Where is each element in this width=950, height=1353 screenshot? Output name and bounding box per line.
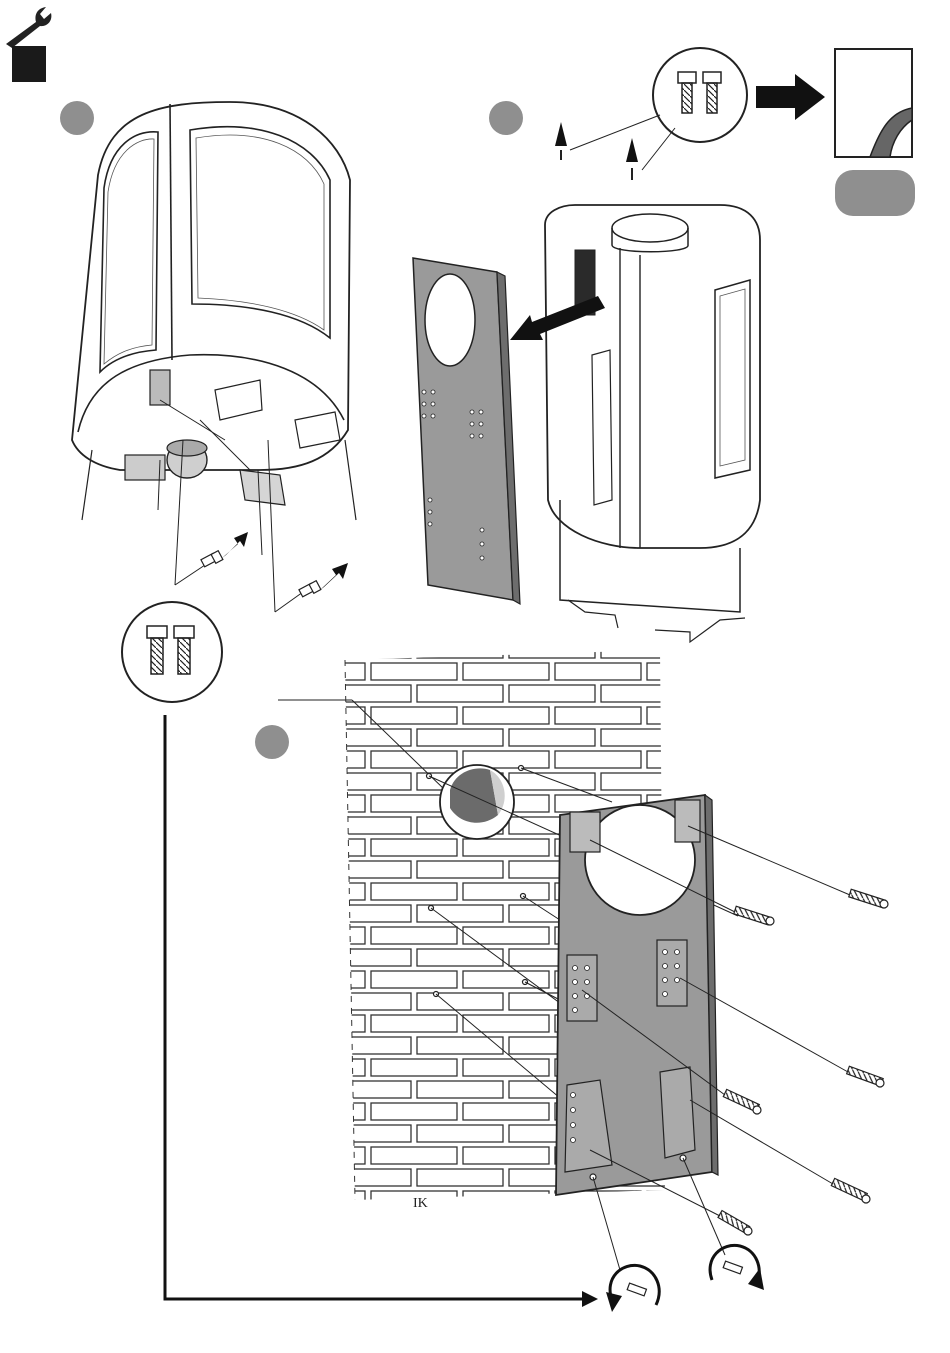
- rotation-clockwise-icon: [710, 1245, 764, 1290]
- step-1-badge: [60, 101, 94, 135]
- wall-anchor-screw-icon: [718, 1211, 752, 1235]
- arrow-icon: [222, 532, 248, 558]
- step-2-badge: [489, 101, 523, 135]
- wall-anchor-screw-icon: [723, 1089, 761, 1114]
- step-3-illustration: IK: [255, 650, 888, 1312]
- step-2-illustration: [413, 48, 915, 642]
- wall-anchor-screw-icon: [831, 1178, 870, 1203]
- screw-icon: [299, 581, 321, 597]
- signature: IK: [413, 1196, 428, 1211]
- section-marker: [12, 46, 46, 82]
- bolt-callout: [122, 602, 222, 702]
- page-turn-icon: [835, 49, 912, 157]
- page-reference-badge: [835, 170, 915, 216]
- arrow-icon: [555, 122, 567, 146]
- screw-icon: [201, 551, 223, 567]
- wall-anchor-screw-icon: [847, 1066, 884, 1087]
- wrench-icon: [6, 7, 51, 48]
- arrow-icon: [626, 138, 638, 162]
- arrow-icon: [582, 1291, 598, 1307]
- arrow-icon: [756, 74, 825, 120]
- arrow-icon: [320, 563, 348, 590]
- bolt-callout: [653, 48, 747, 142]
- wall-anchor-screw-icon: [734, 906, 774, 925]
- step-3-badge: [255, 725, 289, 759]
- rotation-clockwise-icon: [606, 1265, 659, 1312]
- wall-anchor-screw-icon: [849, 889, 888, 908]
